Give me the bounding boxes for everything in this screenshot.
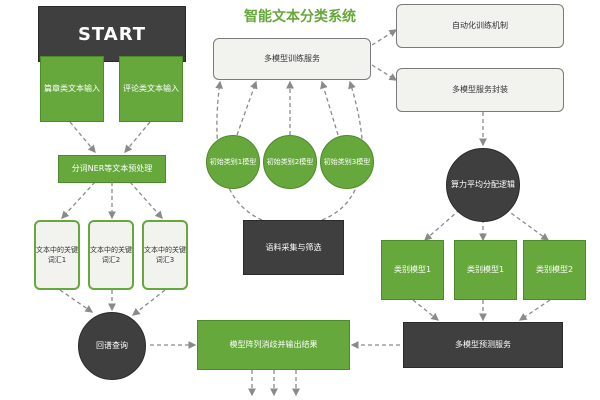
keyword-label: 文本中的关键词汇3 (144, 246, 186, 264)
input-comment-node[interactable]: 评论类文本输入 (119, 56, 183, 122)
input-article-node[interactable]: 篇章类文本输入 (40, 56, 104, 122)
allocator-node[interactable]: 算力平均分配逻辑 (446, 148, 520, 222)
encapsulate-label: 多模型服务封装 (452, 85, 508, 94)
arrow (236, 80, 258, 136)
lookup-label: 回谱查询 (96, 341, 128, 350)
keyword-node-2[interactable]: 文本中的关键词汇2 (88, 220, 134, 290)
multi-train-label: 多模型训练服务 (264, 54, 320, 63)
class-model-label: 类别模型1 (393, 265, 432, 274)
class-model-label: 类别模型1 (466, 265, 505, 274)
multi-train-node[interactable]: 多模型训练服务 (213, 38, 371, 80)
class-model-node-2[interactable]: 类别模型1 (454, 240, 517, 300)
corpus-label: 语料采集与筛选 (265, 242, 322, 252)
init-model-node-1[interactable]: 初始类别1模型 (206, 135, 260, 189)
diagram-title: 智能文本分类系统 (244, 9, 356, 25)
vote-node[interactable]: 模型阵列消歧并输出结果 (197, 320, 350, 370)
auto-train-label: 自动化训练机制 (452, 21, 508, 30)
arrow (69, 121, 96, 153)
allocator-label: 算力平均分配逻辑 (451, 180, 515, 189)
arrow (131, 289, 166, 316)
predict-label: 多模型预测服务 (455, 340, 511, 349)
start-label: START (77, 23, 147, 45)
vote-label: 模型阵列消歧并输出结果 (229, 340, 318, 349)
keyword-node-3[interactable]: 文本中的关键词汇3 (142, 220, 188, 290)
keyword-label: 文本中的关键词汇1 (36, 246, 78, 264)
preprocess-label: 分词NER等文本预处理 (71, 164, 153, 173)
arrow (320, 80, 339, 136)
preprocess-node[interactable]: 分词NER等文本预处理 (58, 155, 166, 183)
predict-node[interactable]: 多模型预测服务 (403, 322, 563, 368)
arrow (412, 299, 440, 321)
class-model-node-3[interactable]: 类别模型2 (523, 240, 586, 300)
init-model-node-3[interactable]: 初始类别3模型 (320, 135, 374, 189)
arrow (61, 181, 96, 219)
init-model-node-2[interactable]: 初始类别2模型 (263, 135, 317, 189)
keyword-node-1[interactable]: 文本中的关键词汇1 (34, 220, 80, 290)
arrow (371, 29, 398, 46)
keyword-label: 文本中的关键词汇2 (90, 246, 132, 264)
lookup-node[interactable]: 回谱查询 (78, 312, 146, 380)
arrow (371, 64, 398, 81)
arrow (518, 299, 551, 321)
input-article-label: 篇章类文本输入 (44, 84, 100, 93)
init-model-label: 初始类别2模型 (266, 158, 314, 166)
class-model-label: 类别模型2 (535, 265, 574, 274)
input-comment-label: 评论类文本输入 (123, 84, 179, 93)
init-model-label: 初始类别1模型 (209, 158, 257, 166)
init-model-label: 初始类别3模型 (323, 158, 371, 166)
arrow (129, 181, 163, 219)
arrow (124, 121, 151, 153)
auto-train-node[interactable]: 自动化训练机制 (396, 4, 564, 48)
class-model-node-1[interactable]: 类别模型1 (381, 240, 444, 300)
start-node[interactable]: START (38, 6, 186, 62)
encapsulate-node[interactable]: 多模型服务封装 (396, 68, 564, 112)
arrow (59, 289, 94, 313)
corpus-node[interactable]: 语料采集与筛选 (243, 220, 344, 275)
